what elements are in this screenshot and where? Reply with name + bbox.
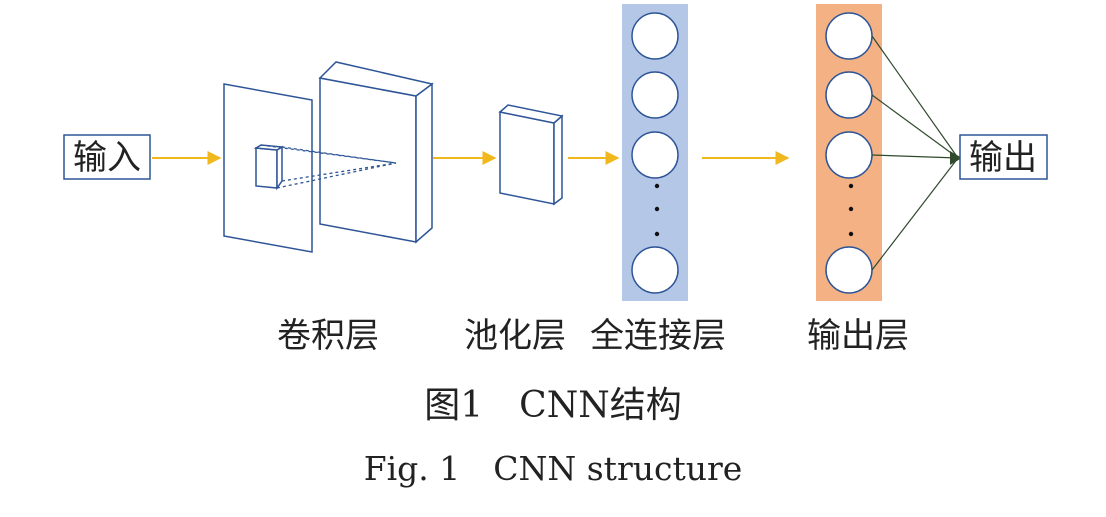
fc-ellipsis-dot bbox=[654, 183, 660, 189]
conv-layer-label: 卷积层 bbox=[277, 316, 379, 356]
fc-node bbox=[631, 131, 679, 179]
conv-projection-lines bbox=[260, 144, 397, 189]
fc-ellipsis-dot bbox=[654, 206, 660, 212]
output-layer-node bbox=[825, 131, 873, 179]
caption-chinese: 图1 CNN结构 bbox=[424, 385, 681, 426]
fc-layer-label: 全连接层 bbox=[590, 316, 726, 356]
input-box bbox=[63, 134, 151, 180]
output-node: 输出 bbox=[959, 134, 1048, 180]
output-label: 输出 bbox=[969, 138, 1037, 178]
output-connections bbox=[871, 35, 959, 271]
caption-english: Fig. 1 CNN structure bbox=[364, 449, 743, 488]
output-box bbox=[959, 134, 1048, 180]
input-node: 输入 bbox=[63, 134, 151, 180]
pool-layer-label: 池化层 bbox=[464, 316, 566, 356]
fc-ellipsis-dot bbox=[654, 231, 660, 237]
fc-node bbox=[631, 12, 679, 60]
output-ellipsis-dot bbox=[848, 231, 854, 237]
output-ellipsis-dot bbox=[848, 206, 854, 212]
output-arrowhead bbox=[950, 151, 962, 165]
output-layer-node bbox=[825, 12, 873, 60]
fc-node bbox=[631, 246, 679, 294]
output-ellipsis-dot bbox=[848, 183, 854, 189]
conv-output-block bbox=[318, 61, 434, 244]
output-layer-column bbox=[816, 4, 882, 301]
output-layer-label: 输出层 bbox=[807, 316, 909, 356]
input-label: 输入 bbox=[73, 138, 141, 178]
conv-kernel-cube bbox=[253, 144, 285, 191]
fc-node bbox=[631, 71, 679, 119]
output-layer-node bbox=[825, 71, 873, 119]
fc-layer-column bbox=[622, 4, 688, 301]
pooling-block bbox=[498, 104, 564, 206]
output-layer-node bbox=[825, 246, 873, 294]
